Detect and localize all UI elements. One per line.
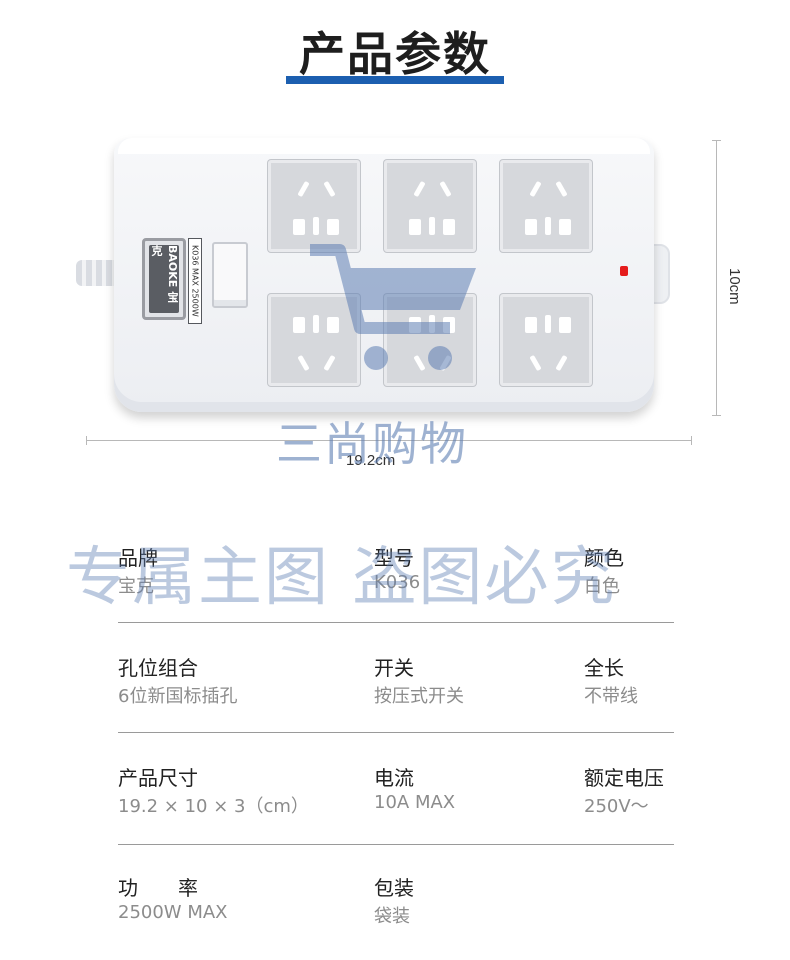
spec-label: 包装 — [374, 876, 414, 900]
power-strip-top-edge — [118, 138, 650, 154]
power-cable — [76, 260, 118, 286]
brand-logo-badge: BAOKE 宝克 — [142, 238, 186, 320]
spec-label: 功 率 — [118, 876, 198, 900]
spec-label: 品牌 — [118, 546, 158, 570]
width-dimension-line — [86, 436, 692, 445]
socket — [500, 160, 592, 252]
spec-label: 颜色 — [584, 546, 624, 570]
brand-logo-text: BAOKE 宝克 — [149, 245, 179, 313]
spec-value: 白色 — [584, 576, 620, 597]
spec-value: 2500W MAX — [118, 902, 228, 923]
socket — [268, 160, 360, 252]
title-underline — [286, 76, 504, 84]
spec-label: 额定电压 — [584, 766, 664, 790]
page-title-block: 产品参数 — [0, 26, 790, 90]
socket — [268, 294, 360, 386]
shopping-cart-icon — [310, 244, 476, 370]
spec-value: 不带线 — [584, 686, 638, 707]
spec-label: 型号 — [374, 546, 414, 570]
row-divider — [118, 622, 674, 623]
spec-value: 宝克 — [118, 576, 154, 597]
socket — [384, 160, 476, 252]
spec-value: 6位新国标插孔 — [118, 686, 238, 707]
power-switch — [212, 242, 248, 308]
watermark-brand: 三尚购物 — [276, 417, 468, 471]
spec-label: 孔位组合 — [118, 656, 198, 680]
spec-value: 250V～ — [584, 796, 649, 817]
spec-value: 按压式开关 — [374, 686, 464, 707]
row-divider — [118, 844, 674, 845]
spec-label: 产品尺寸 — [118, 766, 198, 790]
indicator-led — [620, 266, 628, 276]
row-divider — [118, 732, 674, 733]
spec-value: 袋装 — [374, 906, 410, 927]
page-title: 产品参数 — [299, 27, 491, 81]
spec-label: 开关 — [374, 656, 414, 680]
width-dimension-label: 19.2cm — [346, 452, 396, 469]
model-tag: K036 MAX 2500W — [188, 238, 202, 324]
height-dimension-label: 10cm — [726, 268, 743, 305]
spec-value: 19.2 × 10 × 3（cm） — [118, 796, 309, 817]
spec-label: 全长 — [584, 656, 624, 680]
height-dimension-line — [712, 140, 721, 416]
spec-value: K036 — [374, 572, 421, 593]
spec-value: 10A MAX — [374, 792, 456, 813]
watermark-line: 专属主图 盗图必究 — [66, 541, 617, 615]
socket — [500, 294, 592, 386]
spec-label: 电流 — [374, 766, 414, 790]
